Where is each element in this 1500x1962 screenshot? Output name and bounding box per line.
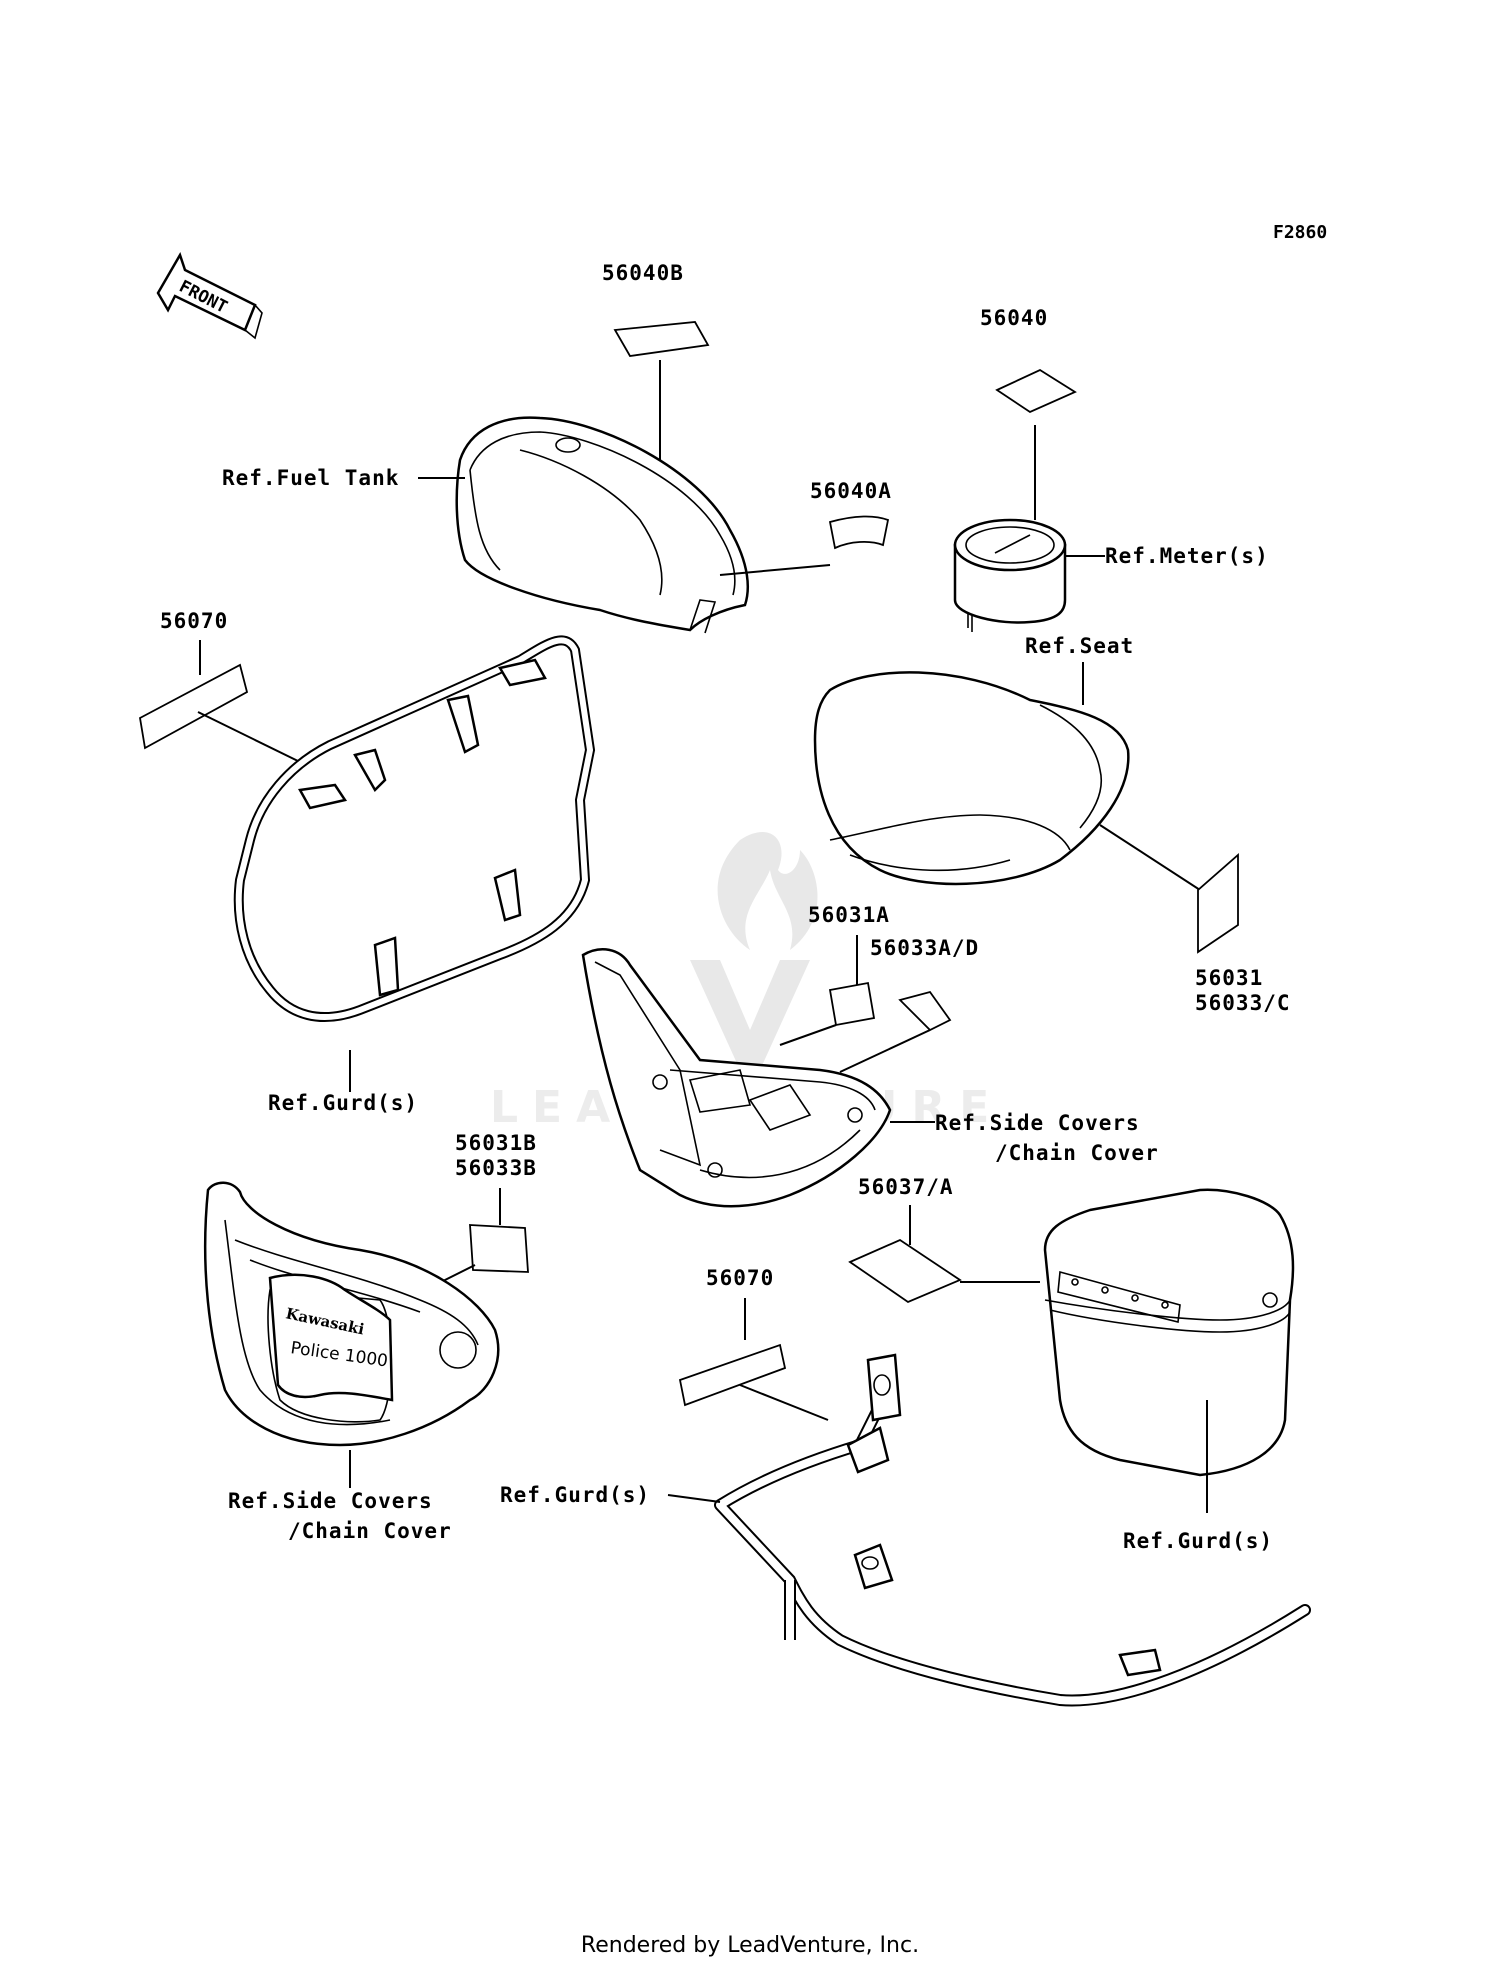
label-ref-side-covers-right-1: Ref.Side Covers [935,1111,1140,1135]
label-56031B: 56031B [455,1131,537,1155]
label-ref-gurd-upper: Ref.Gurd(s) [268,1091,418,1115]
fuel-tank-illustration [455,416,749,634]
label-ref-side-covers-left-1: Ref.Side Covers [228,1489,433,1513]
label-ref-gurd-lower-right: Ref.Gurd(s) [1123,1529,1273,1553]
label-ref-gurd-lower-left: Ref.Gurd(s) [500,1483,650,1507]
label-ref-side-covers-left-2: /Chain Cover [288,1519,452,1543]
decal-56031 [1197,853,1239,954]
label-ref-seat: Ref.Seat [1025,634,1134,658]
label-56031A: 56031A [808,903,890,927]
label-ref-meter: Ref.Meter(s) [1105,544,1269,568]
decal-56040A [828,515,890,550]
label-56033B: 56033B [455,1156,537,1180]
label-56070-lower: 56070 [706,1266,774,1290]
label-ref-fuel-tank: Ref.Fuel Tank [222,466,399,490]
decal-56031B [469,1224,529,1273]
decal-56033AD [898,990,952,1032]
label-56070-upper: 56070 [160,609,228,633]
label-56033C: 56033/C [1195,991,1291,1015]
label-56031: 56031 [1195,966,1263,990]
decal-56070-lower [678,1343,787,1407]
label-56037A: 56037/A [858,1175,954,1199]
label-56040B: 56040B [602,261,684,285]
meter-illustration [953,518,1067,632]
watermark-logo-icon [690,831,818,1070]
decal-56040B [613,321,710,357]
saddle-box-illustration [1043,1188,1295,1477]
upper-guard-illustration [233,635,596,1022]
figure-code: F2860 [1273,222,1327,243]
footer-credit: Rendered by LeadVenture, Inc. [581,1933,919,1958]
seat-illustration [813,671,1130,886]
label-56040A: 56040A [810,479,892,503]
decal-56031A [828,981,876,1027]
decal-56037A [848,1238,962,1304]
decal-56040 [995,368,1077,414]
side-cover-right-illustration [581,948,892,1208]
label-56040: 56040 [980,306,1048,330]
lower-guard-illustration [714,1353,1311,1707]
kawasaki-police-emblem: Kawasaki Police 1000 [268,1273,394,1402]
decal-56070-upper [139,663,249,750]
label-ref-side-covers-right-2: /Chain Cover [995,1141,1159,1165]
label-56033AD: 56033A/D [870,936,979,960]
front-arrow-icon: FRONT [156,251,263,340]
